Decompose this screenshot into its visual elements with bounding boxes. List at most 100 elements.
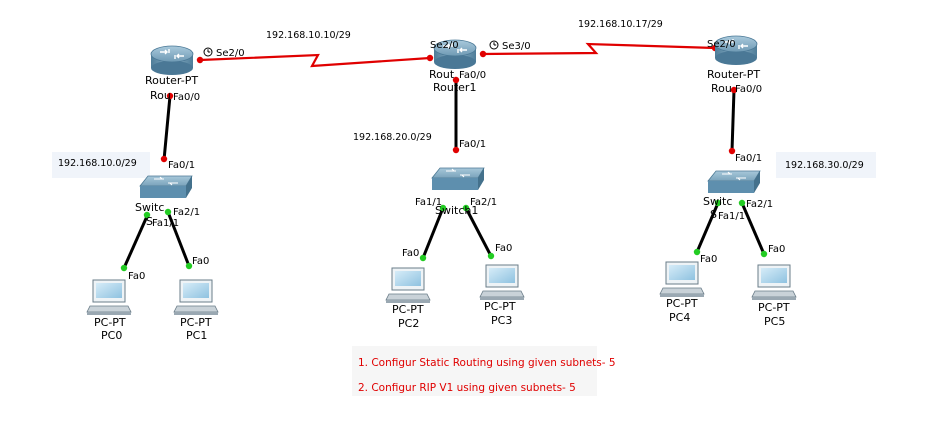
router-icon[interactable] <box>433 39 477 69</box>
switch-name-label: S <box>146 215 153 228</box>
task-note: 1. Configur Static Routing using given s… <box>358 357 616 369</box>
router-type-label: Router-PT <box>145 74 198 87</box>
serial-network-label: 192.168.10.17/29 <box>578 19 663 30</box>
port-up-dot <box>120 264 128 272</box>
pc-name-label: PC0 <box>101 329 122 342</box>
pc-type-label: PC-PT <box>180 316 212 329</box>
lan-network-label: 192.168.10.0/29 <box>58 158 137 169</box>
pc-type-label: PC-PT <box>484 300 516 313</box>
ethernet-link[interactable] <box>464 207 493 257</box>
network-label-bg <box>52 152 150 178</box>
pc-icon[interactable] <box>173 279 219 315</box>
router-name-label: Router1 <box>433 81 476 94</box>
ethernet-link[interactable] <box>162 95 172 161</box>
port-label: Fa2/1 <box>173 207 200 218</box>
network-label-bg <box>776 152 876 178</box>
clock-icon <box>489 40 499 50</box>
port-up-dot <box>185 262 193 270</box>
port-label: Fa0 <box>700 254 717 265</box>
port-label: Se2/0 <box>430 40 459 51</box>
task-notes-bg <box>352 346 597 396</box>
port-down-dot <box>166 92 174 100</box>
port-label: Fa1/1 <box>152 218 179 229</box>
port-down-dot <box>196 56 204 64</box>
serial-link[interactable] <box>199 53 431 68</box>
port-label: Se3/0 <box>502 41 531 52</box>
port-label: Fa0/0 <box>735 84 762 95</box>
port-up-dot <box>419 254 427 262</box>
switch-icon[interactable] <box>431 167 485 190</box>
ethernet-link[interactable] <box>740 202 766 255</box>
port-label: Fa0 <box>768 244 785 255</box>
port-label: Fa0 <box>495 243 512 254</box>
pc-icon[interactable] <box>659 261 705 297</box>
router-icon[interactable] <box>150 45 194 75</box>
port-label: Fa0/1 <box>735 153 762 164</box>
router-name-label: Rou <box>711 82 732 95</box>
pc-icon[interactable] <box>86 279 132 315</box>
port-down-dot <box>728 147 736 155</box>
port-label: Fa2/1 <box>746 199 773 210</box>
ethernet-link[interactable] <box>695 202 720 253</box>
serial-network-label: 192.168.10.10/29 <box>266 30 351 41</box>
port-label: Se2/0 <box>216 48 245 59</box>
port-label: Se2/0 <box>707 39 736 50</box>
lan-network-label: 192.168.20.0/29 <box>353 132 432 143</box>
clock-icon <box>203 47 213 57</box>
port-down-dot <box>452 146 460 154</box>
port-label: Fa1/1 <box>718 211 745 222</box>
port-up-dot <box>693 248 701 256</box>
port-down-dot <box>452 76 460 84</box>
pc-name-label: PC5 <box>764 315 785 328</box>
pc-type-label: PC-PT <box>666 297 698 310</box>
ethernet-link[interactable] <box>730 89 736 152</box>
pc-icon[interactable] <box>479 264 525 300</box>
port-up-dot <box>738 199 746 207</box>
switch-icon[interactable] <box>707 170 761 193</box>
lan-network-label: 192.168.30.0/29 <box>785 160 864 171</box>
port-up-dot <box>760 250 768 258</box>
port-label: Fa2/1 <box>470 197 497 208</box>
port-up-dot <box>487 252 495 260</box>
port-down-dot <box>730 86 738 94</box>
port-label: Fa0/1 <box>168 160 195 171</box>
port-up-dot <box>439 204 447 212</box>
port-label: Fa0/0 <box>173 92 200 103</box>
port-label: Fa1/1 <box>415 197 442 208</box>
pc-name-label: PC3 <box>491 314 512 327</box>
pc-icon[interactable] <box>385 267 431 303</box>
switch-name-label: Switc <box>135 201 164 214</box>
router-type-label: Rout <box>429 68 455 81</box>
port-label: Fa0 <box>128 271 145 282</box>
port-up-dot <box>714 199 722 207</box>
switch-icon[interactable] <box>139 175 193 198</box>
ethernet-link[interactable] <box>166 211 191 267</box>
pc-type-label: PC-PT <box>392 303 424 316</box>
switch-name-label: Switch1 <box>435 204 478 217</box>
task-note: 2. Configur RIP V1 using given subnets- … <box>358 382 576 394</box>
port-up-dot <box>462 204 470 212</box>
ethernet-link[interactable] <box>122 213 150 269</box>
pc-type-label: PC-PT <box>758 301 790 314</box>
switch-name-label: S <box>710 208 717 221</box>
pc-name-label: PC4 <box>669 311 690 324</box>
port-down-dot <box>426 54 434 62</box>
port-label: Fa0/0 <box>459 70 486 81</box>
port-label: Fa0 <box>402 248 419 259</box>
port-up-dot <box>164 208 172 216</box>
router-icon[interactable] <box>714 35 758 65</box>
pc-type-label: PC-PT <box>94 316 126 329</box>
ethernet-link[interactable] <box>421 207 445 259</box>
pc-name-label: PC1 <box>186 329 207 342</box>
router-type-label: Router-PT <box>707 68 760 81</box>
port-up-dot <box>143 211 151 219</box>
router-name-label: Rou <box>150 89 171 102</box>
serial-link[interactable] <box>482 42 716 56</box>
pc-name-label: PC2 <box>398 317 419 330</box>
pc-icon[interactable] <box>751 264 797 300</box>
port-dots <box>120 44 768 272</box>
port-label: Fa0/1 <box>459 139 486 150</box>
port-down-dot <box>160 155 168 163</box>
switch-name-label: Switc <box>703 195 732 208</box>
